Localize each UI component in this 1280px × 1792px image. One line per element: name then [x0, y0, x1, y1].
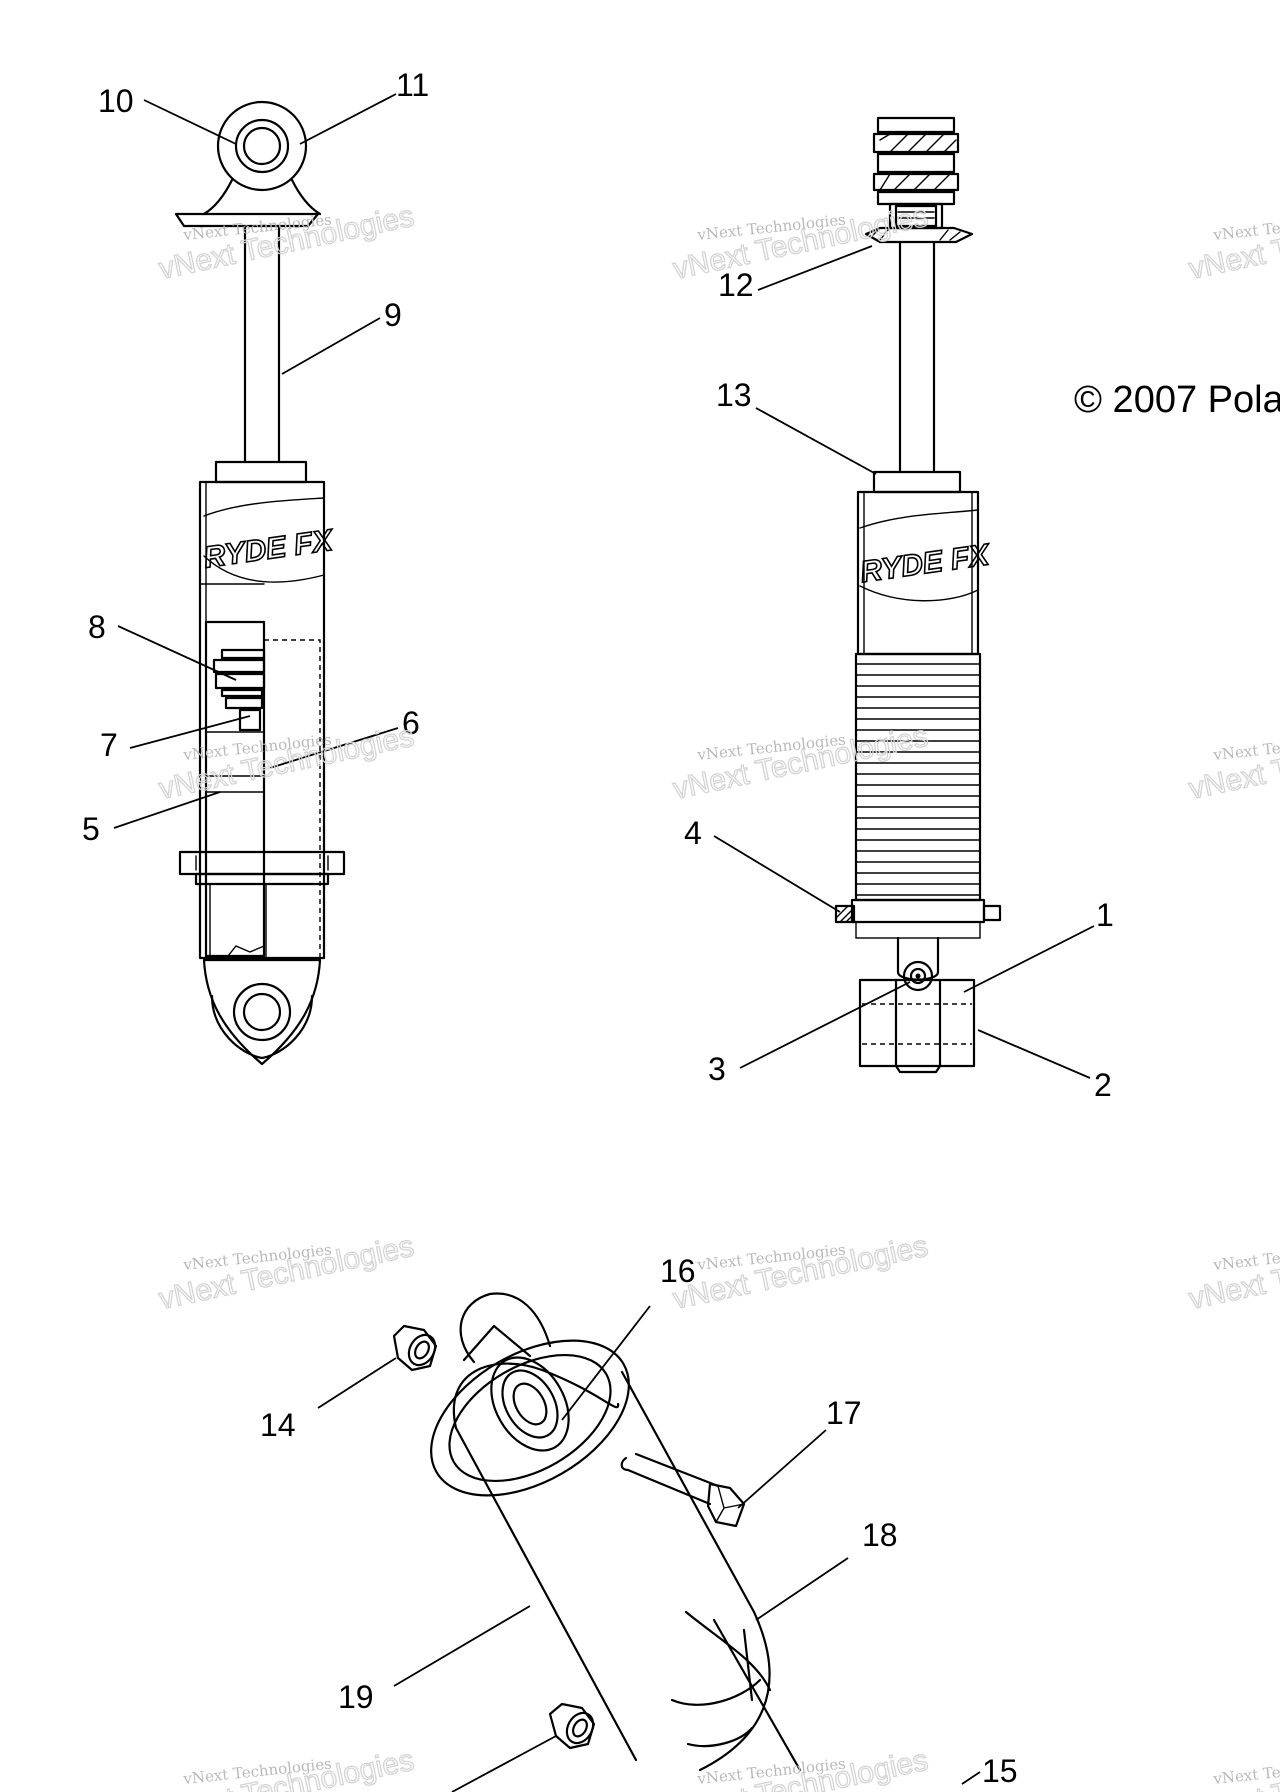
leader-14: [317, 1357, 397, 1409]
callout-9: 9: [384, 297, 402, 333]
callout-7: 7: [100, 727, 118, 763]
leader-18: [755, 1557, 849, 1621]
leader-1: [963, 925, 1095, 993]
callout-11: 11: [396, 67, 429, 103]
right-shock-piston-rod: [898, 240, 936, 474]
callout-1: 1: [1096, 897, 1114, 933]
callout-2: 2: [1094, 1067, 1112, 1103]
leader-10: [143, 99, 237, 145]
oblique-shock-bolt: [620, 1452, 746, 1528]
copyright-notice: © 2007 Pola: [1074, 379, 1280, 421]
leader-17: [737, 1429, 827, 1509]
callout-18: 18: [862, 1517, 898, 1553]
right-shock-body: RYDE FX: [834, 490, 1002, 939]
callout-8: 8: [88, 609, 106, 645]
leader-nut-bottom: [451, 1735, 557, 1792]
nut-top: [392, 1324, 438, 1372]
callout-16: 16: [660, 1253, 696, 1289]
callout-labels: 10 11 9 8 7 6 5 12 13 4 1 2 3 14 16 17 1…: [82, 67, 1114, 1789]
watermark-line2: vNext Technologies: [1186, 720, 1280, 806]
callout-10: 10: [98, 83, 134, 119]
left-shock-top-eye: [174, 100, 322, 228]
right-shock-bellows: [854, 652, 982, 902]
callout-14: 14: [260, 1407, 296, 1443]
left-shock-piston-rod: [243, 224, 281, 464]
left-shock-bottom-eye: [202, 945, 322, 1066]
leader-3: [739, 981, 911, 1069]
callout-6: 6: [402, 705, 420, 741]
leader-6: [269, 727, 399, 769]
right-shock-bumper: [864, 226, 974, 244]
nut-bottom: [548, 1702, 596, 1750]
callout-19: 19: [338, 1679, 374, 1715]
callout-4: 4: [684, 815, 702, 851]
oblique-shock: [392, 1292, 802, 1772]
leader-lines: [113, 93, 1095, 1792]
left-shock-valve-stack: [205, 648, 266, 793]
oblique-shock-top-eye: [459, 1292, 570, 1452]
right-shock-seal-cap: [872, 470, 962, 494]
callout-17: 17: [826, 1395, 862, 1431]
callout-5: 5: [82, 811, 100, 847]
watermark-line2: vNext Technologies: [1186, 1230, 1280, 1316]
leader-5: [113, 791, 221, 829]
leader-19: [393, 1605, 531, 1687]
right-shock-brand-mark: RYDE FX: [858, 538, 993, 589]
leader-13: [755, 407, 877, 475]
callout-3: 3: [708, 1051, 726, 1087]
right-shock-adjuster-ring: [834, 898, 1002, 939]
leader-15: [961, 1771, 981, 1785]
leader-9: [281, 317, 381, 375]
leader-4: [713, 835, 841, 913]
right-shock: RYDE FX: [834, 116, 1002, 1074]
leader-2: [977, 1029, 1091, 1079]
watermark-line2: vNext Technologies: [1186, 200, 1280, 286]
left-shock-brand-mark: RYDE FX: [202, 524, 337, 575]
right-shock-clevis: [858, 936, 976, 1074]
leader-8: [117, 625, 237, 681]
leader-16: [561, 1305, 651, 1421]
right-shock-top-bushing: [872, 116, 960, 230]
callout-12: 12: [718, 267, 754, 303]
leader-7: [129, 715, 251, 749]
left-shock-body: RYDE FX: [178, 480, 346, 960]
left-shock-seal-cap: [214, 460, 308, 484]
leader-12: [757, 245, 873, 291]
callout-13: 13: [716, 377, 752, 413]
callout-15: 15: [982, 1753, 1018, 1789]
leader-11: [299, 93, 397, 145]
